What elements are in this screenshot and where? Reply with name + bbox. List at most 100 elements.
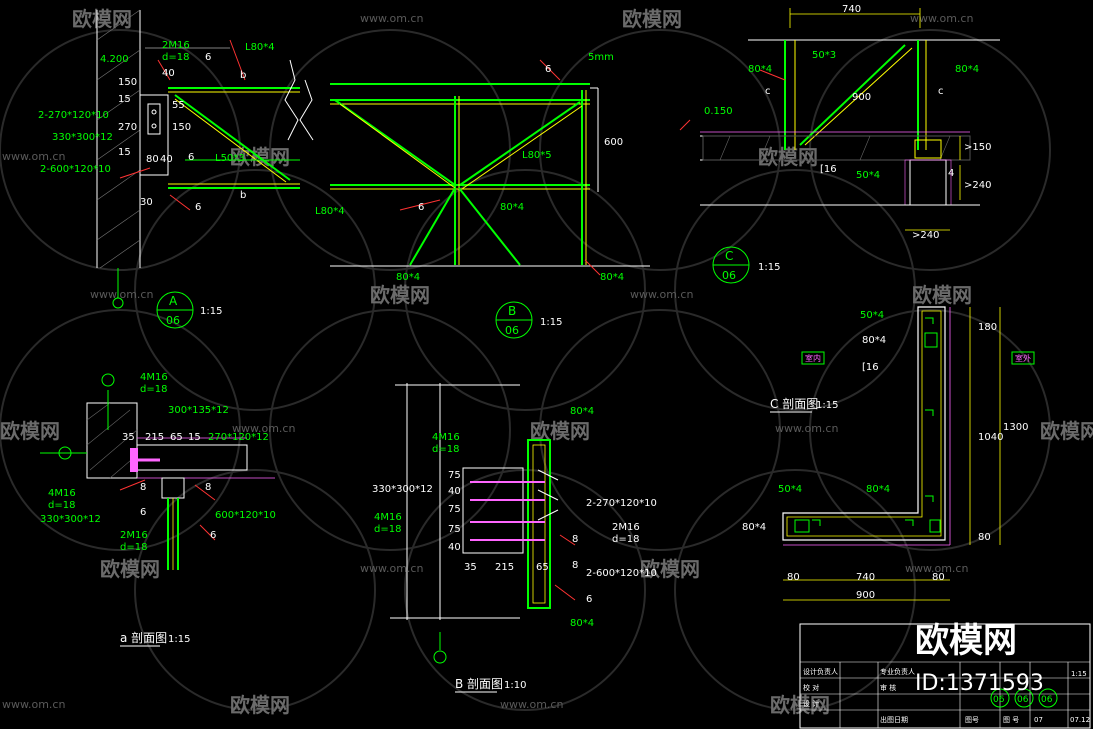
bolt-d-label: d=18 bbox=[120, 542, 147, 553]
title-block-cell: 校 对 bbox=[803, 683, 819, 692]
dim-label: 15 bbox=[118, 147, 131, 158]
weld-size: 6 bbox=[418, 202, 424, 213]
channel-label: [16 bbox=[862, 362, 879, 373]
dim-label: >240 bbox=[912, 230, 939, 241]
diag-label: L80*5 bbox=[522, 150, 552, 161]
angle-label: 80*4 bbox=[396, 272, 420, 283]
section-title: C 剖面图 bbox=[770, 397, 818, 411]
dim-label: 35 bbox=[464, 562, 477, 573]
plate-label: 270*120*12 bbox=[208, 432, 269, 443]
dim-label: 80 bbox=[978, 532, 991, 543]
weld-size: 8 bbox=[205, 482, 211, 493]
section-scale: 1:10 bbox=[504, 680, 526, 691]
channel-label: [16 bbox=[820, 164, 837, 175]
bolt-d-label: d=18 bbox=[48, 500, 75, 511]
section-scale: 1:15 bbox=[540, 317, 562, 328]
section-letter: C bbox=[725, 249, 733, 263]
section-cut-b: b bbox=[240, 70, 246, 81]
title-block-cell: 1:15 bbox=[1071, 670, 1087, 678]
dim-label: 75 bbox=[448, 504, 461, 515]
bolt-label: 4M16 bbox=[432, 432, 460, 443]
watermark-brand: 欧模网 bbox=[912, 283, 972, 307]
outdoor-tag: 室外 bbox=[1015, 353, 1031, 363]
detail-b[interactable]: 5mm 6 L80*5 80*4 80*4 80*4 600 6 B 06 1:… bbox=[299, 52, 650, 339]
title-block-cell: 图 号 bbox=[1003, 716, 1019, 724]
section-cut-c: c bbox=[938, 86, 944, 97]
dim-label: 40 bbox=[162, 68, 175, 79]
thickness-label: 5mm bbox=[588, 52, 614, 63]
dim-label: 740 bbox=[856, 572, 875, 583]
angle-label: 80*4 bbox=[748, 64, 772, 75]
title-block-cell: 07 bbox=[1034, 716, 1043, 724]
dim-label: 75 bbox=[448, 524, 461, 535]
angle-label: 80*4 bbox=[862, 335, 886, 346]
bolt-d-label: d=18 bbox=[162, 52, 189, 63]
weld-size: 6 bbox=[195, 202, 201, 213]
watermark-url: www.om.cn bbox=[905, 562, 968, 575]
dim-label: 80 bbox=[146, 154, 159, 165]
dim-label: >150 bbox=[964, 142, 991, 153]
dim-label: >240 bbox=[964, 180, 991, 191]
bolt-label: 2M16 bbox=[120, 530, 148, 541]
dim-label: 270 bbox=[118, 122, 137, 133]
angle-label: 80*4 bbox=[742, 522, 766, 533]
sheet-badge bbox=[990, 688, 1010, 708]
axis-marker-icon bbox=[58, 446, 72, 460]
dim-label: 30 bbox=[140, 197, 153, 208]
title-block-cell: 审 核 bbox=[880, 683, 896, 692]
title-block-cell: 设计负责人 bbox=[803, 667, 838, 676]
section-letter: B bbox=[508, 304, 516, 318]
elev-label: 0.150 bbox=[704, 106, 733, 117]
title-block-cell: 图号 bbox=[965, 716, 979, 724]
weld-size: 6 bbox=[545, 64, 551, 75]
watermark-url: www.om.cn bbox=[2, 698, 65, 711]
brand-watermark: 欧模网 bbox=[915, 621, 1017, 661]
section-sheet: 06 bbox=[505, 324, 519, 337]
detail-a[interactable]: 4.200 2M16 d=18 L80*4 2-270*120*10 330*3… bbox=[38, 9, 345, 329]
dim-label: 65 bbox=[536, 562, 549, 573]
bolt-d-label: d=18 bbox=[374, 524, 401, 535]
plate-label: 330*300*12 bbox=[40, 514, 101, 525]
bolt-label: 4M16 bbox=[48, 488, 76, 499]
section-b-view[interactable]: 4M16 d=18 330*300*12 4M16 d=18 75 40 75 … bbox=[372, 383, 657, 693]
angle-label: 50*4 bbox=[856, 170, 880, 181]
weld-size: 8 bbox=[572, 560, 578, 571]
section-a-view[interactable]: 4M16 d=18 300*135*12 270*120*12 35 215 6… bbox=[40, 372, 276, 647]
dim-900: 900 bbox=[852, 92, 871, 103]
section-cut-c: c bbox=[765, 86, 771, 97]
weld-size: 6 bbox=[205, 52, 211, 63]
title-block-cell: 出图日期 bbox=[880, 715, 908, 724]
dim-label: 65 bbox=[170, 432, 183, 443]
plate-2-label: 330*300*12 bbox=[52, 132, 113, 143]
dim-label: 900 bbox=[856, 590, 875, 601]
dim-label: 180 bbox=[978, 322, 997, 333]
weld-size: 8 bbox=[140, 482, 146, 493]
weld-size: 4 bbox=[948, 168, 954, 179]
dim-label: 150 bbox=[118, 77, 137, 88]
diag-label: 50*3 bbox=[812, 50, 836, 61]
title-block[interactable]: 设计负责人 专业负责人 校 对 审 核 设 计 出图日期 图号 图 号 07 0… bbox=[799, 623, 1091, 729]
section-cut-b: b bbox=[240, 190, 246, 201]
dim-label: 40 bbox=[448, 542, 461, 553]
bolt-label: 2M16 bbox=[612, 522, 640, 533]
bolt-d-label: d=18 bbox=[432, 444, 459, 455]
indoor-tag: 室内 bbox=[805, 353, 821, 363]
section-title: a 剖面图 bbox=[120, 631, 167, 645]
detail-c[interactable]: 740 80*4 80*4 50*3 900 0.150 50*4 [16 4 … bbox=[679, 4, 1000, 284]
watermark-url: www.om.cn bbox=[775, 422, 838, 435]
elev-label: 4.200 bbox=[100, 54, 129, 65]
watermark-brand: 欧模网 bbox=[758, 145, 818, 169]
watermark-url: www.om.cn bbox=[500, 698, 563, 711]
bolt-label: 2M16 bbox=[162, 40, 190, 51]
dim-label: 150 bbox=[172, 122, 191, 133]
watermark-brand: 欧模网 bbox=[640, 557, 700, 581]
bolt-label: 4M16 bbox=[140, 372, 168, 383]
watermark-url: www.om.cn bbox=[360, 562, 423, 575]
section-c-view[interactable]: 50*4 80*4 [16 室内 室外 50*4 80*4 80*4 180 1… bbox=[742, 306, 1035, 601]
dim-label: 40 bbox=[160, 154, 173, 165]
dim-label: 15 bbox=[118, 94, 131, 105]
title-block-cell: 设 计 bbox=[803, 699, 819, 708]
dim-label: 215 bbox=[495, 562, 514, 573]
watermark-url: www.om.cn bbox=[232, 422, 295, 435]
